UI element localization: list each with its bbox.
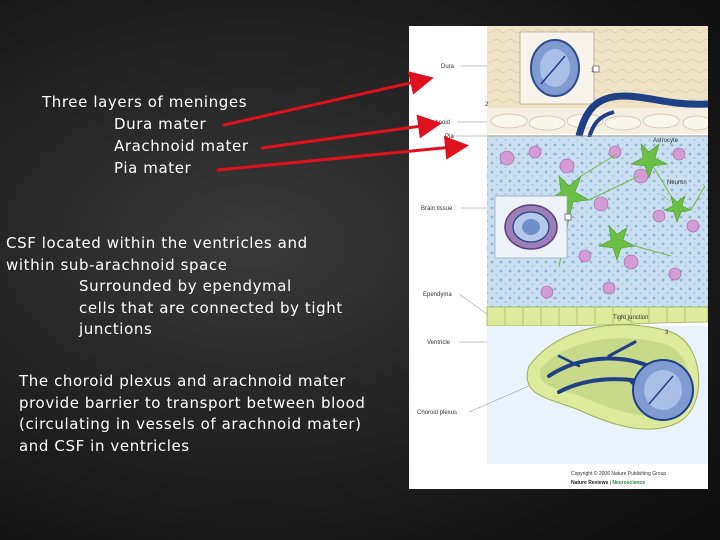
arrow-arachnoid <box>262 124 436 148</box>
arrow-pia <box>218 146 463 170</box>
arrow-dura <box>224 79 428 125</box>
